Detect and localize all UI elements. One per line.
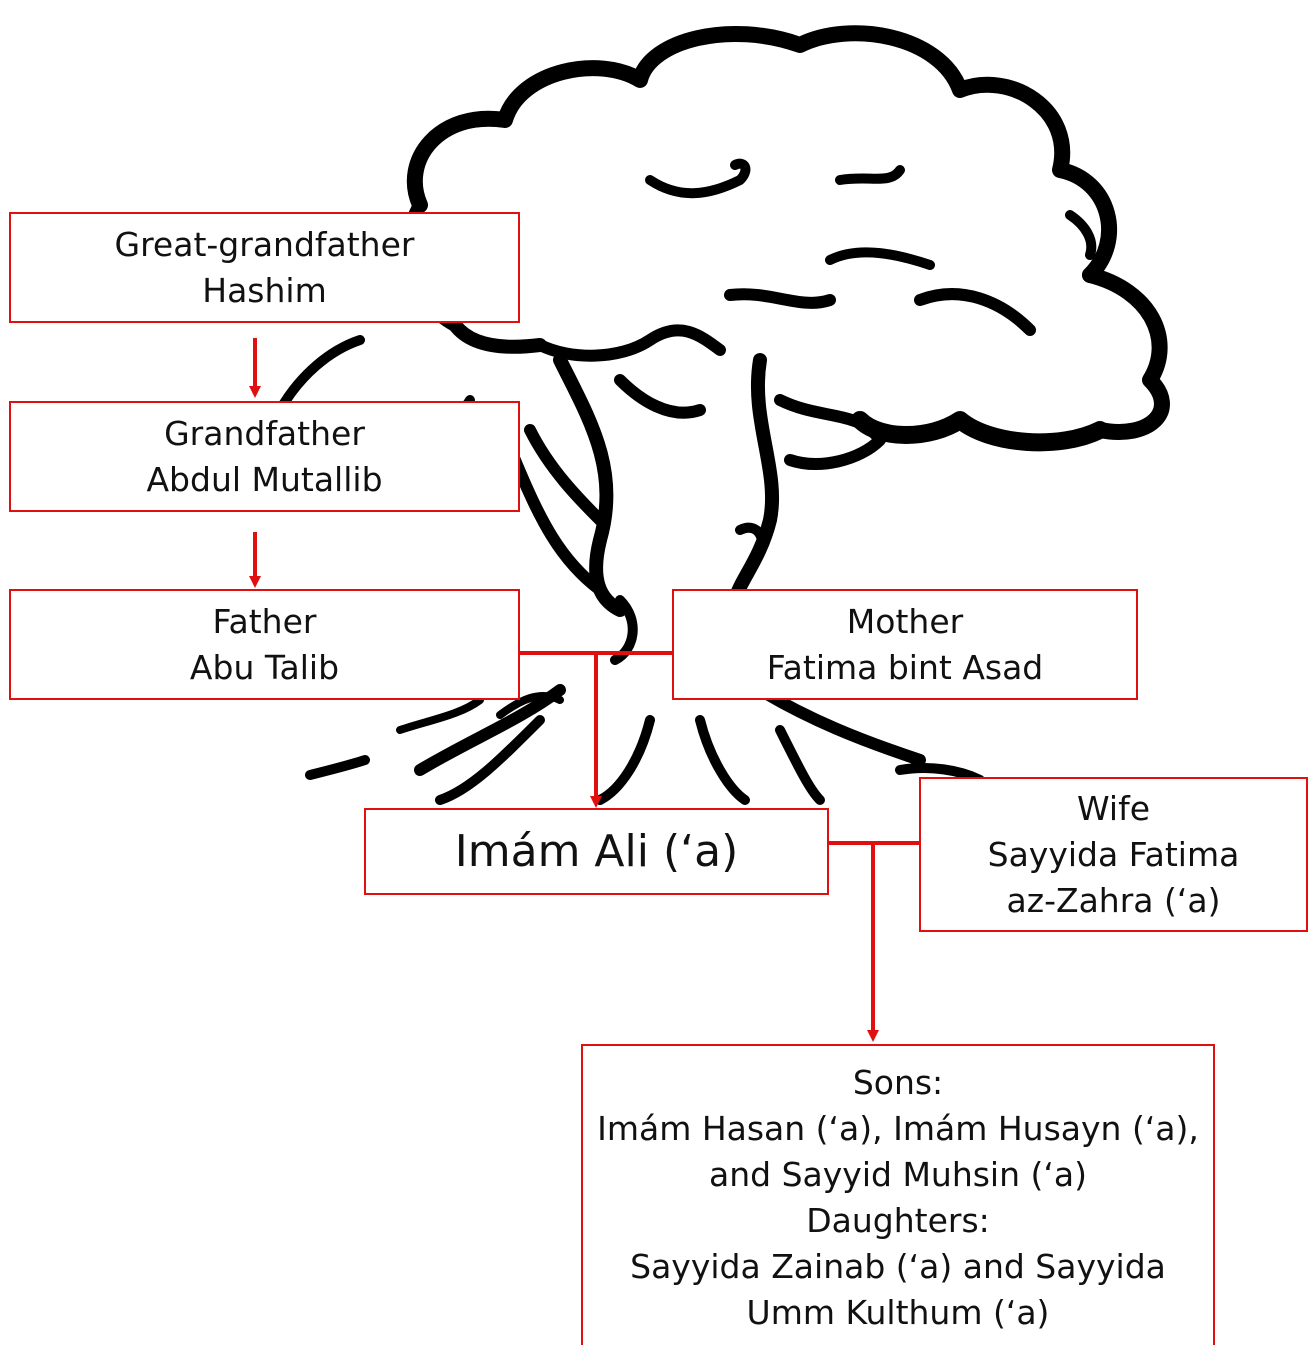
node-imam-ali: Imám Ali (‘a)	[364, 808, 829, 895]
node-mother: Mother Fatima bint Asad	[672, 589, 1138, 700]
node-grandfather: Grandfather Abdul Mutallib	[9, 401, 520, 512]
daughters-list: Umm Kulthum (‘a)	[746, 1293, 1050, 1332]
sons-heading: Sons:	[852, 1063, 944, 1102]
node-children: Sons: Imám Hasan (‘a), Imám Husayn (‘a),…	[581, 1044, 1215, 1345]
daughters-list: Sayyida Zainab (‘a) and Sayyida	[630, 1247, 1166, 1286]
node-role: Father	[212, 601, 317, 641]
sons-list: Imám Hasan (‘a), Imám Husayn (‘a),	[597, 1109, 1199, 1148]
node-wife: Wife Sayyida Fatima az-Zahra (‘a)	[919, 777, 1308, 932]
daughters-heading: Daughters:	[806, 1201, 990, 1240]
node-name: Imám Ali (‘a)	[454, 825, 739, 877]
node-role: Mother	[846, 601, 964, 641]
node-name: Abdul Mutallib	[146, 459, 383, 499]
sons-list: and Sayyid Muhsin (‘a)	[709, 1155, 1087, 1194]
node-name: Hashim	[202, 270, 327, 310]
node-name: az-Zahra (‘a)	[1006, 880, 1221, 920]
node-name: Abu Talib	[189, 647, 340, 687]
node-role: Great-grandfather	[114, 224, 415, 264]
node-father: Father Abu Talib	[9, 589, 520, 700]
node-great-grandfather: Great-grandfather Hashim	[9, 212, 520, 323]
node-name: Fatima bint Asad	[766, 647, 1044, 687]
node-name: Sayyida Fatima	[987, 834, 1240, 874]
node-role: Wife	[1077, 788, 1150, 828]
node-role: Grandfather	[164, 413, 365, 453]
